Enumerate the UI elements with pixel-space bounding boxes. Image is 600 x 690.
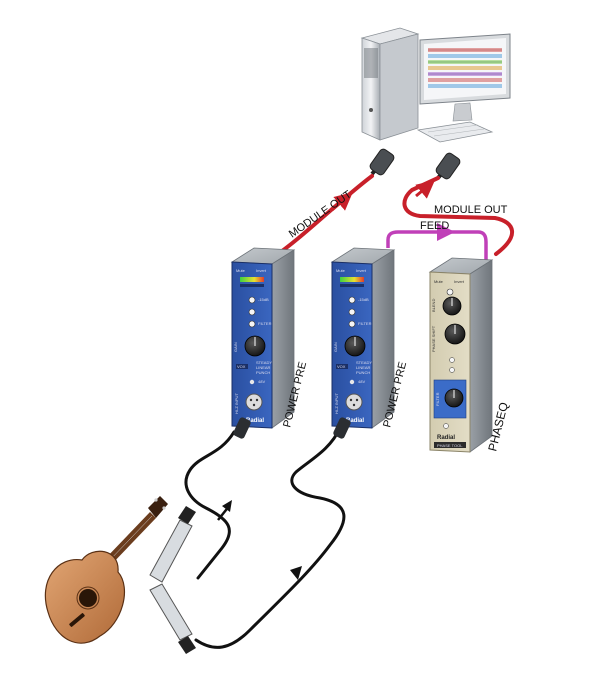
voxbox-label: VOX <box>237 364 246 369</box>
brand-logo: Radial <box>437 435 455 441</box>
hi-z-label: HI-Z INPUT <box>234 393 239 414</box>
arrow-icon <box>415 180 435 199</box>
pad-label: -15dB <box>258 297 269 302</box>
power-pre-module-1: Mute Invert -15dB FILTER GAIN VOX STEADY… <box>230 247 296 439</box>
arrow-icon <box>222 500 232 512</box>
voxbox-label: VOX <box>337 364 346 369</box>
vu-meter <box>240 277 264 282</box>
power-pre-module-2: Mute Invert -15dB FILTER GAIN VOX STEADY… <box>330 247 396 439</box>
linear-label: LINEAR <box>356 365 371 370</box>
invert-label: Invert <box>356 268 367 273</box>
mute-label: Mute <box>336 268 346 273</box>
filter-on-button[interactable] <box>443 423 449 429</box>
phase-button[interactable] <box>449 357 455 363</box>
gain-label: GAIN <box>333 342 338 352</box>
phantom-button[interactable] <box>349 379 355 385</box>
computer-tower <box>360 27 420 141</box>
arrow-icon <box>290 566 302 580</box>
module-out-cable-right <box>402 176 515 256</box>
arrow-icon <box>331 192 353 212</box>
hi-z-label: HI-Z INPUT <box>334 393 339 414</box>
phaseq-badge: PHASE TOOL <box>437 443 463 448</box>
pad-button[interactable] <box>248 296 256 304</box>
filter-label: FILTER <box>358 321 372 326</box>
instrument-cable-left <box>184 430 236 580</box>
phantom-label: 48V <box>258 379 265 384</box>
xlr-connector-icon <box>369 148 395 176</box>
acoustic-guitar-icon <box>44 496 168 644</box>
brand-logo: Radial <box>246 418 264 424</box>
filter-button[interactable] <box>348 308 356 316</box>
mute-label: Mute <box>434 279 444 284</box>
filter-button-2[interactable] <box>248 320 256 328</box>
linear-label: LINEAR <box>256 365 271 370</box>
module-out-label-left: MODULE OUT <box>287 188 354 240</box>
filter-freq-label: FILTER <box>435 392 440 406</box>
invert-label: Invert <box>454 279 465 284</box>
phase-shift-label: PHASE SHIFT <box>431 325 436 352</box>
punch-label: PUNCH <box>256 370 270 375</box>
gain-label: GAIN <box>233 342 238 352</box>
punch-label: PUNCH <box>356 370 370 375</box>
y-split-plug <box>149 506 196 654</box>
instrument-cable-right <box>194 426 346 649</box>
computer-monitor <box>416 33 511 143</box>
vu-meter <box>340 277 364 282</box>
feed-label: FEED <box>420 220 449 232</box>
phase-button-2[interactable] <box>449 367 455 373</box>
module-out-label-right: MODULE OUT <box>434 204 508 216</box>
pad-button[interactable] <box>348 296 356 304</box>
mute-label: Mute <box>236 268 246 273</box>
xlr-input-jack[interactable] <box>245 393 263 411</box>
xlr-connector-icon <box>435 152 461 180</box>
phaseq-module: Mute Invert BLEND PHASE SHIFT FILTER Rad… <box>428 257 494 453</box>
pad-label: -15dB <box>358 297 369 302</box>
brand-logo: Radial <box>346 418 364 424</box>
filter-button[interactable] <box>248 308 256 316</box>
steady-label: STEADY <box>256 360 272 365</box>
steady-label: STEADY <box>356 360 372 365</box>
phaseq-top-button[interactable] <box>446 288 454 296</box>
phantom-label: 48V <box>358 379 365 384</box>
xlr-input-jack[interactable] <box>345 393 363 411</box>
invert-label: Invert <box>256 268 267 273</box>
computer-icon <box>360 27 511 143</box>
phantom-button[interactable] <box>249 379 255 385</box>
blend-label: BLEND <box>431 299 436 312</box>
feed-cable <box>386 230 488 262</box>
filter-button-2[interactable] <box>348 320 356 328</box>
filter-label: FILTER <box>258 321 272 326</box>
